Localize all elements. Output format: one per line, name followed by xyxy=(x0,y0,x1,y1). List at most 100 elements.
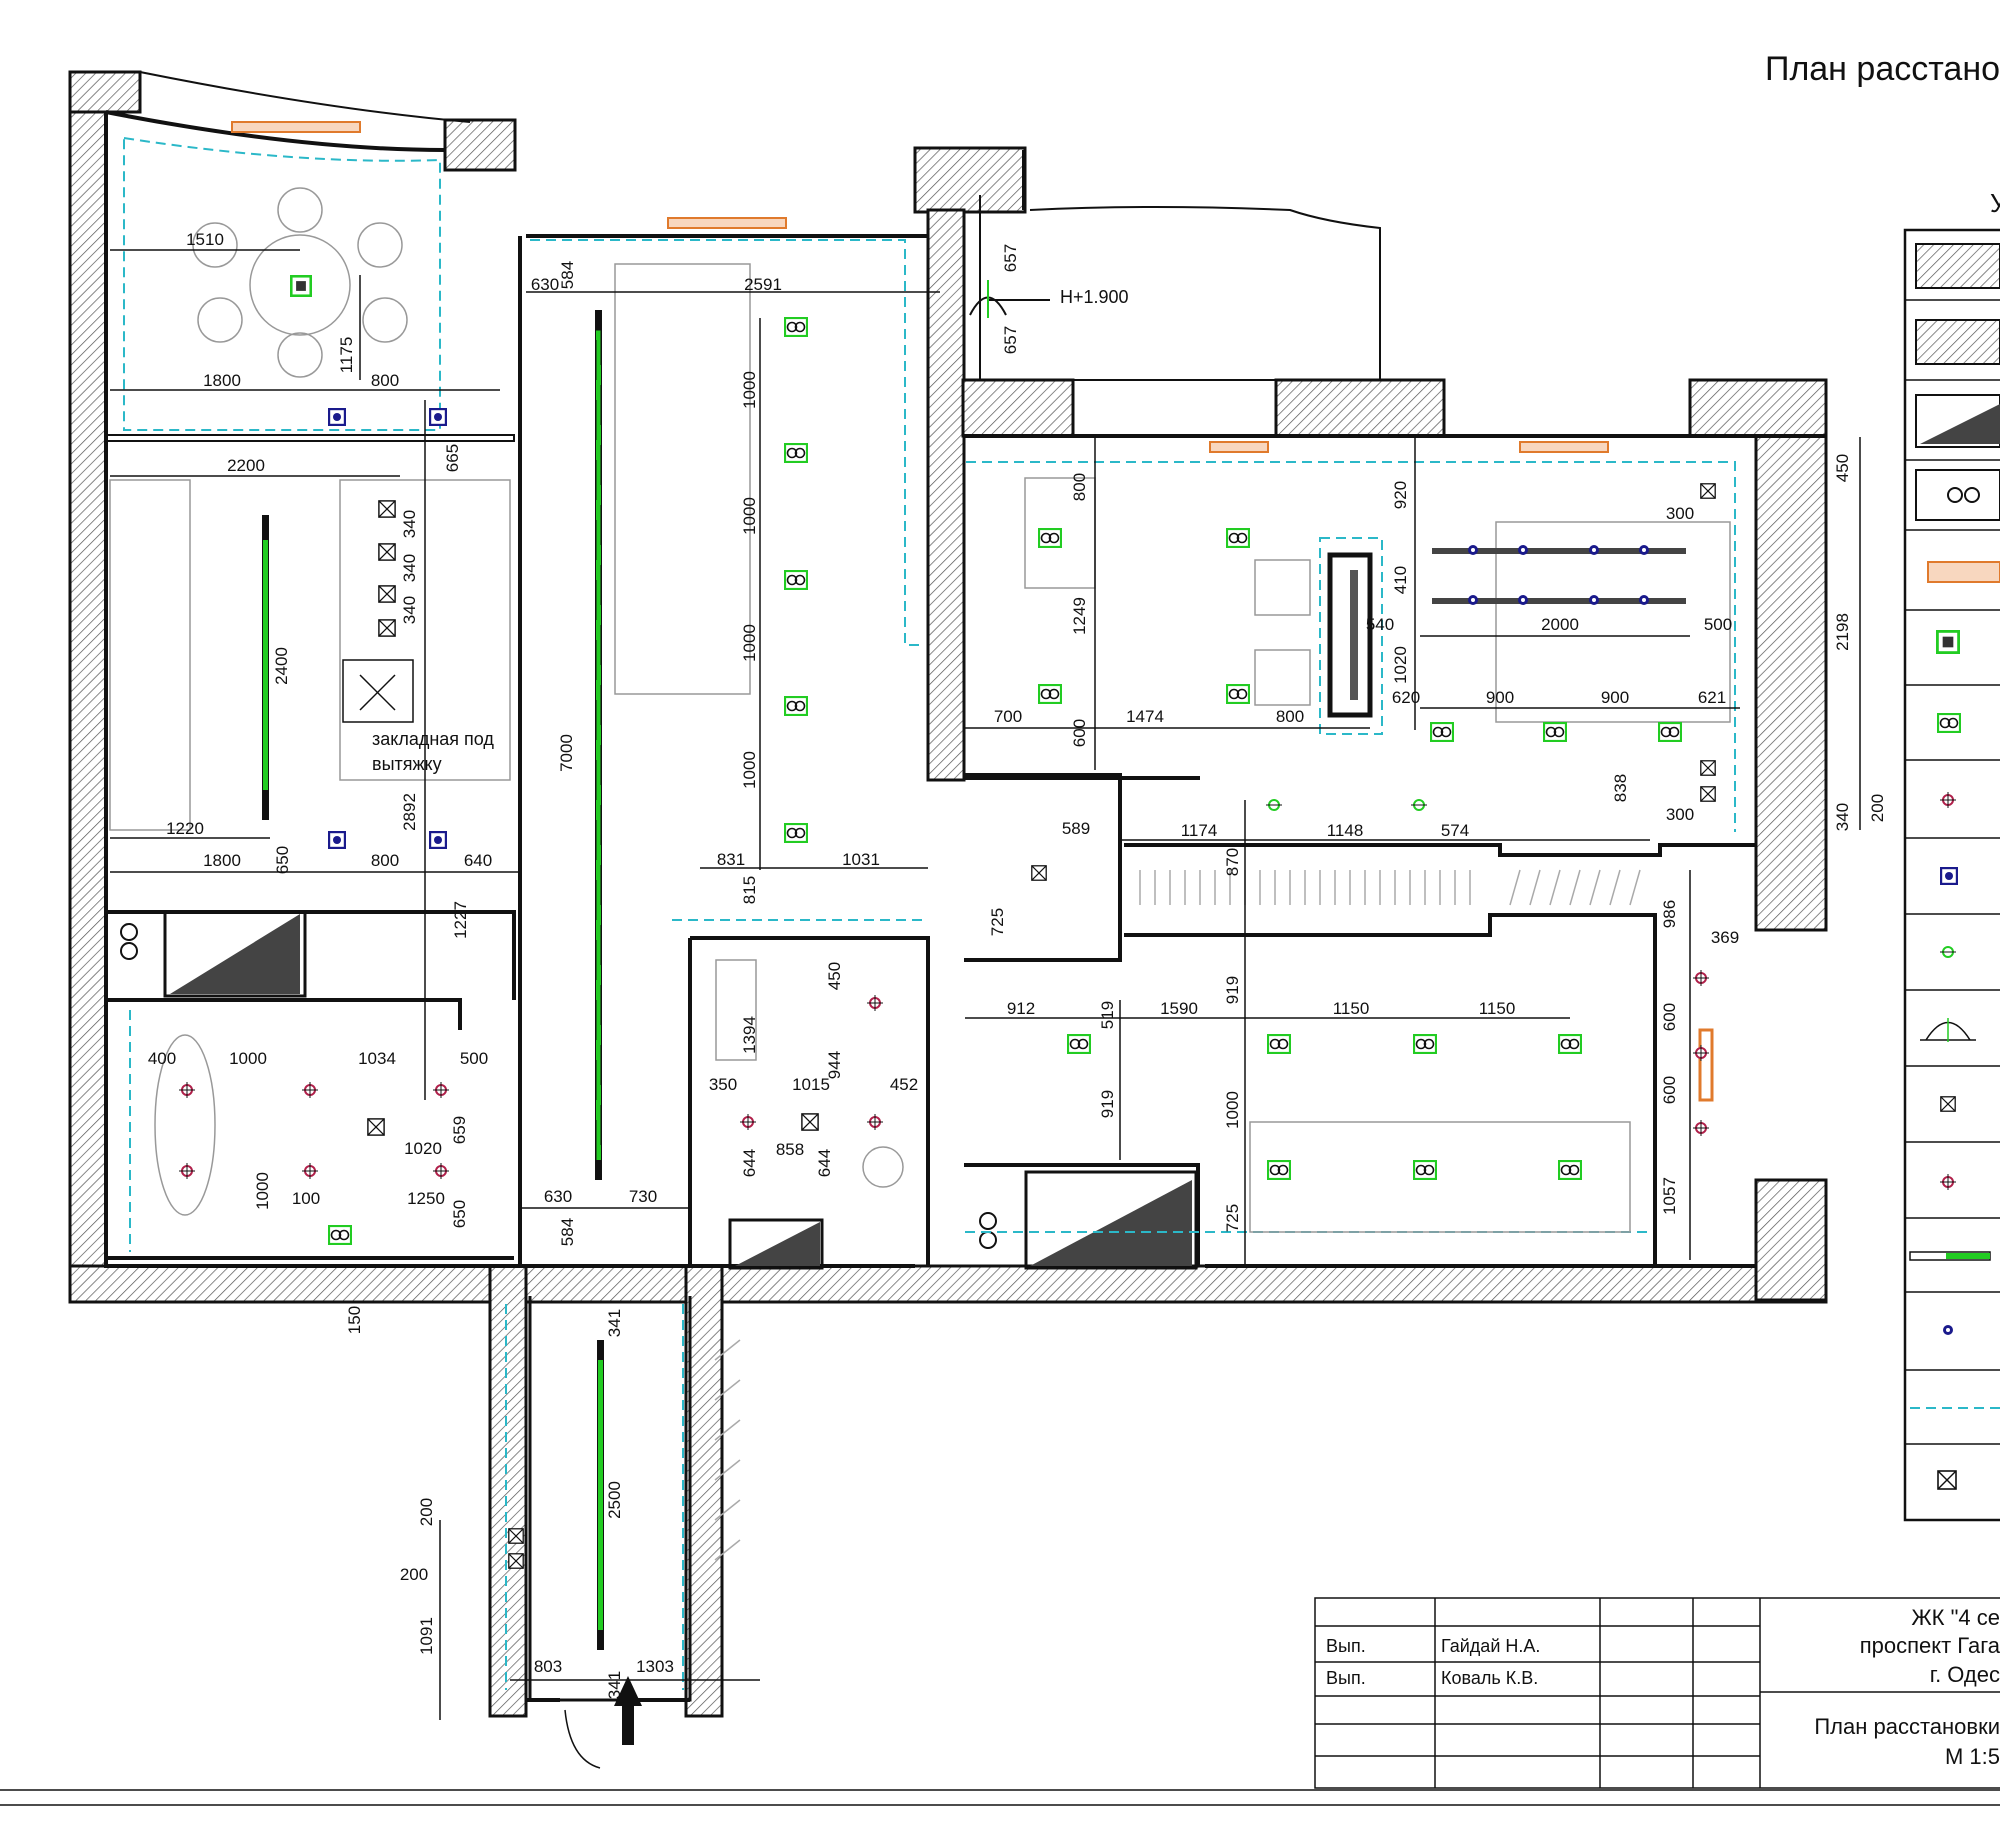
dimension-label: 341 xyxy=(605,1671,624,1699)
exterior-walls xyxy=(68,70,1828,1718)
dimension-label: 340 xyxy=(400,510,419,538)
sheet-scale: М 1:5 xyxy=(1944,1744,2000,1769)
dimension-label: 400 xyxy=(148,1049,176,1068)
dimension-label: 1150 xyxy=(1333,999,1370,1018)
dimension-label: 2000 xyxy=(1541,615,1579,634)
dimension-label: 1000 xyxy=(740,371,759,409)
dimension-label: 500 xyxy=(460,1049,488,1068)
dimension-label: 838 xyxy=(1611,774,1630,802)
dimension-label: 1220 xyxy=(166,819,204,838)
legend-heading: У xyxy=(1990,188,2000,218)
dimension-label: 1249 xyxy=(1070,597,1089,635)
led-strips xyxy=(262,310,1373,1650)
dimension-label: 2200 xyxy=(227,456,265,475)
dimension-label: 340 xyxy=(400,596,419,624)
wall-light-symbol xyxy=(969,280,1050,318)
dimension-label: 340 xyxy=(1833,803,1852,831)
dimension-label: 657 xyxy=(1001,326,1020,354)
dimension-label: 7000 xyxy=(557,734,576,772)
dimension-label: 2198 xyxy=(1833,613,1852,651)
dimension-label: 644 xyxy=(815,1149,834,1177)
dimension-label: 858 xyxy=(776,1140,804,1159)
dimension-label: 1510 xyxy=(186,230,224,249)
dimension-label: 1175 xyxy=(337,337,356,374)
dimension-label: 650 xyxy=(273,846,292,874)
dimension-label: 621 xyxy=(1698,688,1726,707)
dimension-label: 900 xyxy=(1486,688,1514,707)
dimension-label: 730 xyxy=(629,1187,657,1206)
dimension-label: 1800 xyxy=(203,851,241,870)
dimension-label: 200 xyxy=(1868,794,1887,822)
dimension-label: 341 xyxy=(605,1309,624,1337)
dimension-label: 900 xyxy=(1601,688,1629,707)
dimension-label: 1303 xyxy=(636,1657,674,1676)
dimension-label: 1250 xyxy=(407,1189,445,1208)
title-block-name-2: Коваль К.В. xyxy=(1441,1668,1539,1688)
dimension-label: 600 xyxy=(1660,1076,1679,1104)
dimension-label: 912 xyxy=(1007,999,1035,1018)
dimension-label: 300 xyxy=(1666,805,1694,824)
dimension-label: 640 xyxy=(464,851,492,870)
dimension-label: 700 xyxy=(994,707,1022,726)
dimension-label: 1057 xyxy=(1660,1177,1679,1215)
dimension-label: 1000 xyxy=(740,624,759,662)
dimension-label: 1394 xyxy=(740,1016,759,1054)
dimension-label: 870 xyxy=(1223,848,1242,876)
utility-closets xyxy=(120,910,1198,1270)
project-line-3: г. Одес xyxy=(1929,1662,2000,1687)
dimension-label: 2591 xyxy=(744,275,782,294)
dimension-label: 800 xyxy=(371,371,399,390)
project-line-1: ЖК "4 се xyxy=(1911,1605,2000,1630)
legend-table xyxy=(1903,228,2000,1522)
dimension-label: 1800 xyxy=(203,371,241,390)
dimension-label: 831 xyxy=(717,850,745,869)
dimension-label: 1474 xyxy=(1126,707,1164,726)
dimension-label: 350 xyxy=(709,1075,737,1094)
wall-piers xyxy=(68,70,1828,438)
sheet-name: План расстановки xyxy=(1814,1714,2000,1739)
dimension-label: 659 xyxy=(450,1116,469,1144)
dimension-label: 944 xyxy=(825,1051,844,1079)
dimension-label: 650 xyxy=(450,1200,469,1228)
title-block xyxy=(0,1597,2000,1806)
wall-outlines xyxy=(104,71,1826,1702)
hood-note-line2: вытяжку xyxy=(372,754,442,774)
dimension-label: 815 xyxy=(740,876,759,904)
warm-strips xyxy=(231,121,1609,453)
dimension-label: 450 xyxy=(825,962,844,990)
dimension-label: 519 xyxy=(1098,1001,1117,1029)
dimension-label: 725 xyxy=(988,908,1007,936)
dimension-label: 1000 xyxy=(740,751,759,789)
dimension-label: 657 xyxy=(1001,244,1020,272)
dimension-label: 410 xyxy=(1391,566,1410,594)
dimension-label: 1034 xyxy=(358,1049,396,1068)
dimension-label: 644 xyxy=(740,1149,759,1177)
dimension-label: 200 xyxy=(417,1498,436,1526)
wardrobe-racks xyxy=(714,869,1641,1561)
dimension-label: 150 xyxy=(345,1306,364,1334)
dimension-label: 584 xyxy=(558,1218,577,1246)
dimension-label: 1148 xyxy=(1327,821,1364,840)
dimension-label: 450 xyxy=(1833,454,1852,482)
dimension-label: 725 xyxy=(1223,1204,1242,1232)
dimension-label: 1000 xyxy=(1223,1091,1242,1129)
dimension-label: 986 xyxy=(1660,900,1679,928)
sheet-title: План расстано xyxy=(1765,50,2000,88)
dimension-label: 452 xyxy=(890,1075,918,1094)
dimension-label: 1015 xyxy=(792,1075,830,1094)
dimension-label: 620 xyxy=(1392,688,1420,707)
dimension-label: 584 xyxy=(558,261,577,289)
entrance-arrow xyxy=(564,1676,642,1769)
title-block-role-1: Вып. xyxy=(1326,1636,1366,1656)
dimension-label: 600 xyxy=(1660,1003,1679,1031)
title-block-role-2: Вып. xyxy=(1326,1668,1366,1688)
dimension-label: 1000 xyxy=(229,1049,267,1068)
annotations: закладная под вытяжку H+1.900 xyxy=(372,287,1129,774)
dimension-label: 919 xyxy=(1098,1090,1117,1118)
dimension-label: 1174 xyxy=(1181,821,1218,840)
dimension-label: 1227 xyxy=(451,901,470,939)
dimension-label: 540 xyxy=(1366,615,1394,634)
dimension-label: 574 xyxy=(1441,821,1469,840)
dimension-label: 1020 xyxy=(404,1139,442,1158)
